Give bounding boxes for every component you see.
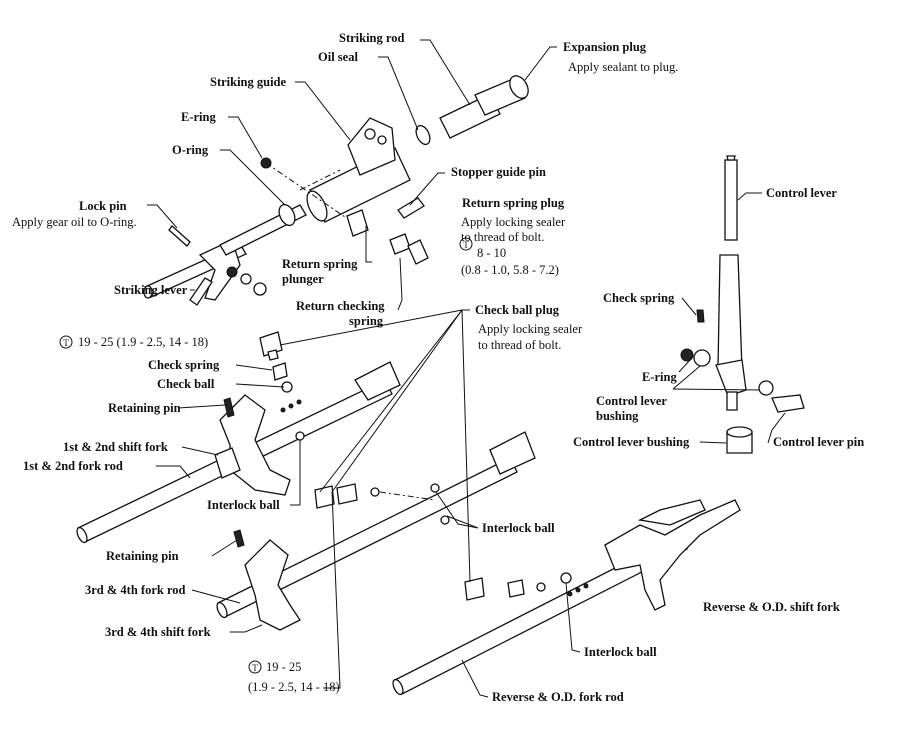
label-return-spring-plug-note2: to thread of bolt. <box>461 230 544 244</box>
label-fork-rod-34: 3rd & 4th fork rod <box>85 583 186 597</box>
label-lock-pin: Lock pin <box>79 199 127 213</box>
label-reverse-fork-rod: Reverse & O.D. fork rod <box>492 690 624 704</box>
label-o-ring: O-ring <box>172 143 209 157</box>
label-interlock-ball-mid: Interlock ball <box>482 521 555 535</box>
fork-rod-34-assembly <box>216 431 536 631</box>
torque-icon: T <box>459 237 473 251</box>
striking-guide-assembly <box>219 75 529 265</box>
label-control-lever-bushing-2: bushing <box>596 409 639 423</box>
torque-icon-glyph: T <box>463 240 469 250</box>
label-check-spring-right: Check spring <box>603 291 675 305</box>
label-return-checking-spring-2: spring <box>349 314 384 328</box>
label-retaining-pin-bottom: Retaining pin <box>106 549 179 563</box>
label-torque-upper: 19 - 25 (1.9 - 2.5, 14 - 18) <box>78 335 208 349</box>
labels: Striking rod Expansion plug Apply sealan… <box>12 31 864 704</box>
torque-icon: T <box>248 660 262 674</box>
label-stopper-guide-pin: Stopper guide pin <box>451 165 546 179</box>
label-check-ball-plug-note1: Apply locking sealer <box>478 322 583 336</box>
label-striking-guide: Striking guide <box>210 75 287 89</box>
label-e-ring-right: E-ring <box>642 370 677 384</box>
label-check-ball: Check ball <box>157 377 215 391</box>
label-check-ball-plug: Check ball plug <box>475 303 560 317</box>
label-oil-seal: Oil seal <box>318 50 358 64</box>
label-control-lever-pin: Control lever pin <box>773 435 864 449</box>
label-return-spring-plug-note1: Apply locking sealer <box>461 215 566 229</box>
fork-rod-12-assembly <box>76 331 401 544</box>
control-lever-assembly <box>680 155 805 454</box>
label-reverse-shift-fork: Reverse & O.D. shift fork <box>703 600 840 614</box>
label-expansion-plug: Expansion plug <box>563 40 647 54</box>
label-fork-rod-12: 1st & 2nd fork rod <box>23 459 123 473</box>
label-return-spring-plunger: Return spring <box>282 257 358 271</box>
label-interlock-ball-bottom: Interlock ball <box>584 645 657 659</box>
torque-icon: T <box>59 335 73 349</box>
label-return-spring-plug-torque1: 8 - 10 <box>477 246 506 260</box>
reverse-rod-assembly <box>392 499 741 696</box>
striking-lever-assembly <box>143 225 267 306</box>
label-shift-fork-34: 3rd & 4th shift fork <box>105 625 211 639</box>
label-expansion-plug-note: Apply sealant to plug. <box>568 60 678 74</box>
label-torque-lower1: 19 - 25 <box>266 660 301 674</box>
label-torque-lower2: (1.9 - 2.5, 14 - 18) <box>248 680 340 694</box>
label-control-lever: Control lever <box>766 186 837 200</box>
label-check-spring-left: Check spring <box>148 358 220 372</box>
label-striking-rod: Striking rod <box>339 31 404 45</box>
label-return-spring-plunger-2: plunger <box>282 272 324 286</box>
label-e-ring-top: E-ring <box>181 110 216 124</box>
label-striking-lever: Striking lever <box>114 283 188 297</box>
label-control-lever-bushing: Control lever <box>596 394 667 408</box>
label-check-ball-plug-note2: to thread of bolt. <box>478 338 561 352</box>
label-retaining-pin-top: Retaining pin <box>108 401 181 415</box>
label-interlock-ball-left: Interlock ball <box>207 498 280 512</box>
torque-icon-glyph: T <box>63 338 69 348</box>
torque-icon-glyph: T <box>252 663 258 673</box>
label-return-spring-plug-torque2: (0.8 - 1.0, 5.8 - 7.2) <box>461 263 559 277</box>
label-lock-pin-note: Apply gear oil to O-ring. <box>12 215 137 229</box>
label-shift-fork-12: 1st & 2nd shift fork <box>63 440 168 454</box>
label-return-checking-spring: Return checking <box>296 299 385 313</box>
label-control-lever-bushing-single: Control lever bushing <box>573 435 690 449</box>
label-return-spring-plug: Return spring plug <box>462 196 565 210</box>
leader-lines <box>147 39 786 698</box>
